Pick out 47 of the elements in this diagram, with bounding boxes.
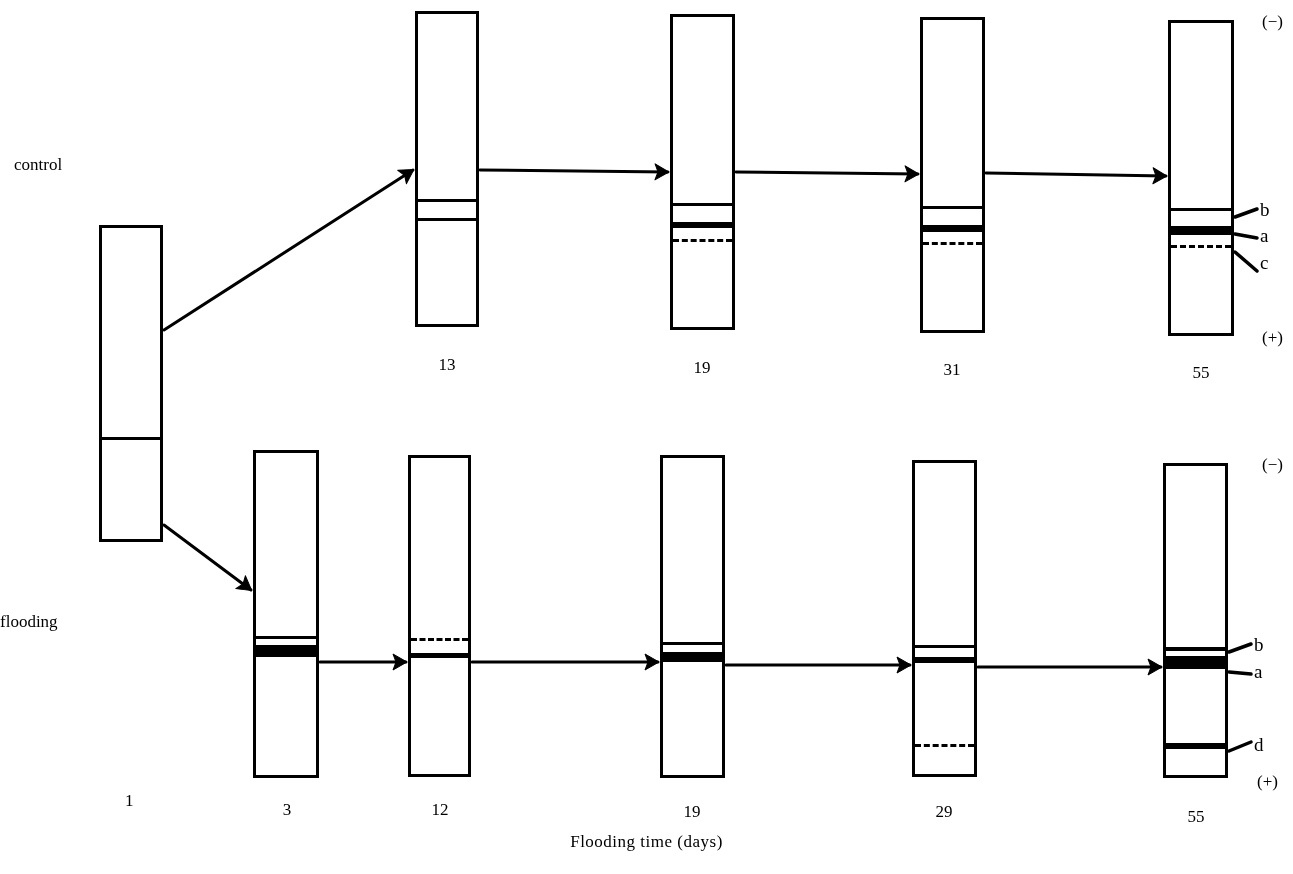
day-label: 13 xyxy=(438,355,456,375)
gel-lane xyxy=(660,455,725,778)
arrow xyxy=(470,653,660,671)
caption: Flooding time (days) xyxy=(570,832,723,851)
arrow xyxy=(734,165,920,183)
row-label: flooding xyxy=(0,612,58,632)
leader-line xyxy=(1227,642,1253,654)
electrode-sign: (+) xyxy=(1257,772,1278,792)
day-label: 55 xyxy=(1187,807,1205,827)
arrow xyxy=(724,656,912,674)
leader-line xyxy=(1227,670,1253,676)
gel-lane xyxy=(912,460,977,777)
electrode-sign: (−) xyxy=(1262,455,1283,475)
band-letter: b xyxy=(1260,199,1270,221)
arrow xyxy=(162,168,415,332)
gel-lane xyxy=(253,450,319,778)
leader-line xyxy=(1233,250,1259,273)
row-label: control xyxy=(14,155,63,175)
gel-lane xyxy=(1163,463,1228,778)
leader-line xyxy=(1227,740,1253,753)
day-label: 55 xyxy=(1192,363,1210,383)
day-label: 3 xyxy=(282,800,292,820)
gel-lane xyxy=(1168,20,1234,336)
arrow xyxy=(162,523,253,592)
day-label: 19 xyxy=(693,358,711,378)
band-letter: a xyxy=(1260,225,1269,247)
electrode-sign: 1 xyxy=(125,791,134,811)
gel-lane xyxy=(920,17,985,333)
day-label: 19 xyxy=(683,802,701,822)
gel-lane xyxy=(408,455,471,777)
gel-lane xyxy=(99,225,163,542)
electrode-sign: (+) xyxy=(1262,328,1283,348)
leader-line xyxy=(1233,232,1259,240)
band-letter: d xyxy=(1254,734,1264,756)
arrow xyxy=(318,653,408,671)
gel-lane xyxy=(415,11,479,327)
electrode-sign: (−) xyxy=(1262,12,1283,32)
day-label: 29 xyxy=(935,802,953,822)
day-label: 12 xyxy=(431,800,449,820)
band-letter: a xyxy=(1254,661,1263,683)
arrow xyxy=(478,163,670,181)
band-letter: b xyxy=(1254,634,1264,656)
leader-line xyxy=(1233,207,1259,219)
arrow xyxy=(976,658,1163,676)
day-label: 31 xyxy=(943,360,961,380)
band-letter: c xyxy=(1260,252,1269,274)
gel-lane xyxy=(670,14,735,330)
